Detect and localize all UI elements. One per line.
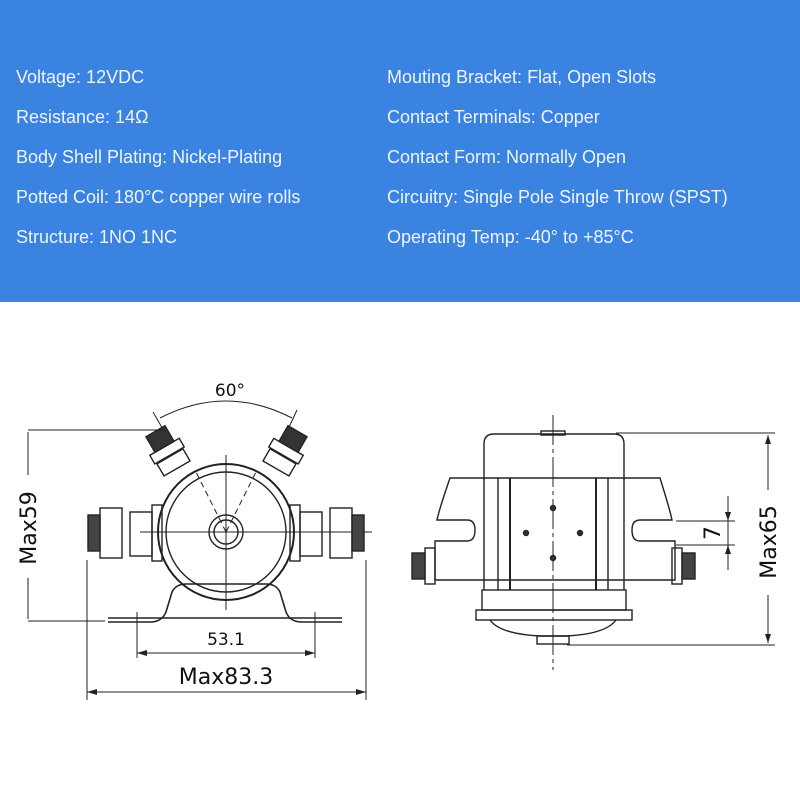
spec-potted-coil: Potted Coil: 180°C copper wire rolls: [16, 187, 301, 207]
side-view: 7 Max65: [411, 415, 782, 670]
front-view: 60°: [17, 381, 372, 700]
spec-operating-temp: Operating Temp: -40° to +85°C: [387, 227, 634, 247]
spec-contact-terminals: Contact Terminals: Copper: [387, 107, 600, 127]
width-max83-label: Max83.3: [179, 665, 273, 690]
spec-column-right: Mouting Bracket: Flat, Open Slots Contac…: [387, 67, 728, 267]
spec-contact-form: Contact Form: Normally Open: [387, 147, 627, 167]
spec-structure: Structure: 1NO 1NC: [16, 227, 178, 247]
spec-resistance: Resistance: 14Ω: [16, 107, 149, 127]
angle-label: 60°: [215, 381, 245, 401]
spec-circuitry: Circuitry: Single Pole Single Throw (SPS…: [387, 187, 728, 207]
spec-voltage: Voltage: 12VDC: [16, 67, 145, 87]
spec-mounting-bracket: Mouting Bracket: Flat, Open Slots: [387, 67, 657, 87]
height-max59-label: Max59: [17, 491, 42, 564]
spec-column-left: Voltage: 12VDC Resistance: 14Ω Body Shel…: [16, 67, 300, 267]
technical-drawing: 60°: [0, 302, 800, 800]
slot-width-label: 7: [701, 526, 726, 540]
mount-spacing-label: 53.1: [207, 630, 245, 650]
height-max65-label: Max65: [757, 505, 782, 578]
spec-body-plating: Body Shell Plating: Nickel-Plating: [16, 147, 283, 167]
spec-band: Voltage: 12VDC Resistance: 14Ω Body Shel…: [0, 0, 800, 302]
